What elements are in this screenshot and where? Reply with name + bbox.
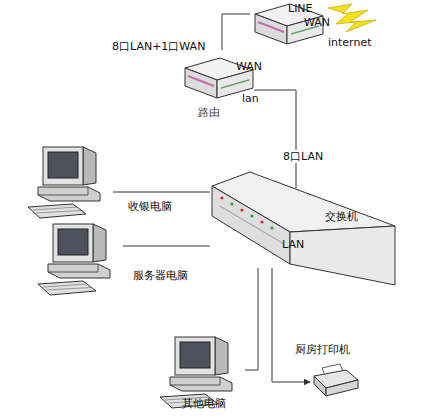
connector-line	[245, 268, 258, 370]
printer-icon	[314, 364, 358, 396]
device-label: 交换机	[325, 210, 358, 223]
connector-line	[254, 90, 296, 188]
computer-node: 服务器电脑	[38, 222, 123, 300]
device-label: 其他电脑	[182, 397, 226, 410]
port-label: WAN	[304, 16, 330, 29]
connector-line	[272, 268, 310, 382]
router-node: WANlan路由	[182, 50, 254, 122]
device-label: 服务器电脑	[133, 269, 188, 282]
computer-icon	[28, 147, 100, 218]
port-label: lan	[242, 92, 259, 105]
device-label: 厨房打印机	[295, 343, 350, 356]
edge-label: 8口LAN	[283, 150, 323, 163]
printer-node: 厨房打印机	[310, 365, 360, 400]
switch-node: 交换机 LAN	[210, 188, 400, 268]
port-label: LINE	[288, 2, 313, 15]
computer-node: 收银电脑	[28, 145, 113, 220]
modem-node: LINEWAN	[250, 0, 335, 52]
network-label: internet	[328, 36, 372, 49]
device-label: 收银电脑	[128, 200, 172, 213]
lightning-symbol	[328, 4, 376, 32]
computer-icon	[38, 224, 110, 295]
connector-line	[222, 14, 250, 50]
connector-line	[123, 246, 210, 247]
port-count-label: 8口LAN+1口WAN	[112, 40, 205, 53]
switch-device	[212, 172, 395, 285]
device-label: 路由	[198, 106, 220, 119]
port-label: LAN	[282, 238, 304, 251]
port-label: WAN	[236, 60, 262, 73]
connector-line	[113, 192, 210, 193]
computer-node: 其他电脑	[160, 335, 245, 415]
